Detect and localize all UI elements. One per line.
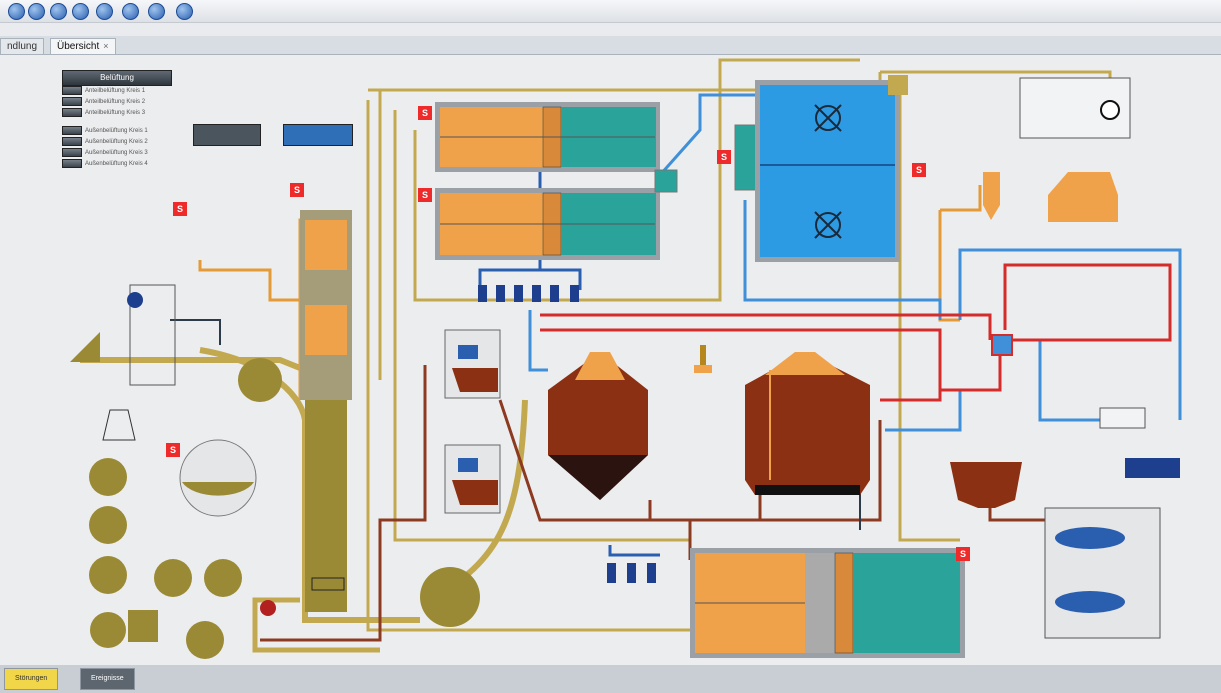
aeration-item[interactable]: Außenbelüftung Kreis 4: [62, 159, 148, 168]
thickener-tower[interactable]: [300, 210, 352, 612]
lime-silo[interactable]: [983, 172, 1000, 220]
aeration-item-label: Außenbelüftung Kreis 2: [85, 139, 148, 145]
tab-stoerungen[interactable]: Störungen: [4, 668, 58, 690]
status-marker[interactable]: S: [956, 547, 970, 561]
sludge-presses[interactable]: [1045, 508, 1160, 638]
status-marker[interactable]: S: [912, 163, 926, 177]
pipe-orange-right: [940, 210, 960, 320]
status-marker[interactable]: S: [418, 106, 432, 120]
gas-analyzer: [1100, 408, 1145, 428]
distribution-chamber: [655, 170, 677, 192]
status-marker[interactable]: S: [418, 188, 432, 202]
aeration-item-label: Anteilbelüftung Kreis 3: [85, 110, 145, 116]
thickener-round[interactable]: [180, 440, 256, 516]
aeration-item[interactable]: Anteilbelüftung Kreis 2: [62, 97, 145, 106]
tab-label: Ereignisse: [91, 675, 124, 682]
gas-flare[interactable]: [694, 345, 712, 373]
pipe-lower-return: [395, 110, 690, 540]
toggle-button[interactable]: [62, 148, 82, 157]
measurement-widget-1[interactable]: [193, 124, 261, 146]
gas-storage[interactable]: [1048, 172, 1118, 222]
pipe-dark-left: [170, 320, 220, 345]
aeration-item[interactable]: Außenbelüftung Kreis 2: [62, 137, 148, 146]
digester-right[interactable]: [745, 352, 870, 495]
aeration-item-label: Außenbelüftung Kreis 3: [85, 150, 148, 156]
pipe-red-right: [1000, 265, 1170, 340]
aeration-panel-title: Belüftung: [62, 70, 172, 86]
status-marker[interactable]: S: [173, 202, 187, 216]
aeration-item[interactable]: Außenbelüftung Kreis 1: [62, 126, 148, 135]
tab-label: Störungen: [15, 675, 47, 682]
toggle-button[interactable]: [62, 86, 82, 95]
sludge-conditioning-1[interactable]: [445, 330, 500, 398]
toggle-button[interactable]: [62, 137, 82, 146]
pipe-inlet: [80, 360, 330, 380]
digester-left[interactable]: [548, 352, 648, 500]
toggle-button[interactable]: [62, 108, 82, 117]
aeration-basin-1[interactable]: [435, 102, 660, 172]
pipe-orange-hopper: [940, 185, 980, 210]
aeration-basin-2[interactable]: [435, 188, 660, 260]
pipe-orange-left: [200, 260, 300, 300]
polymer-unit[interactable]: [1125, 458, 1180, 478]
aeration-item-label: Anteilbelüftung Kreis 1: [85, 88, 145, 94]
lower-aeration-basin[interactable]: [690, 548, 965, 658]
status-marker[interactable]: S: [166, 443, 180, 457]
aeration-item[interactable]: Außenbelüftung Kreis 3: [62, 148, 148, 157]
aeration-item-label: Außenbelüftung Kreis 4: [85, 161, 148, 167]
status-marker[interactable]: S: [717, 150, 731, 164]
inlet-channel: [70, 332, 100, 362]
aeration-item[interactable]: Anteilbelüftung Kreis 3: [62, 108, 145, 117]
tab-ereignisse[interactable]: Ereignisse: [80, 668, 135, 690]
status-marker[interactable]: S: [290, 183, 304, 197]
measurement-widget-2[interactable]: [283, 124, 353, 146]
bottom-bar: Störungen Ereignisse: [0, 665, 1221, 693]
funnel-icon: [103, 410, 135, 440]
gauge-icon: [1101, 101, 1119, 119]
pipe-red-top: [540, 315, 990, 340]
aeration-item-label: Außenbelüftung Kreis 1: [85, 128, 148, 134]
lower-blowers[interactable]: [607, 563, 656, 583]
red-pump-icon[interactable]: [260, 600, 276, 616]
pipe-blue-bottom-right: [1040, 340, 1100, 420]
aeration-item[interactable]: Anteilbelüftung Kreis 1: [62, 86, 145, 95]
toggle-button[interactable]: [62, 97, 82, 106]
aeration-item-label: Anteilbelüftung Kreis 2: [85, 99, 145, 105]
grit-chamber[interactable]: [238, 358, 282, 402]
heat-exchanger[interactable]: [992, 335, 1012, 355]
toggle-button[interactable]: [62, 159, 82, 168]
pipe-blue-pumps: [610, 545, 660, 555]
toggle-button[interactable]: [62, 126, 82, 135]
sludge-sump[interactable]: [420, 567, 480, 627]
screen-motor-icon: [127, 292, 143, 308]
secondary-clarifier[interactable]: [735, 75, 908, 262]
sludge-conditioning-2[interactable]: [445, 445, 500, 513]
pipe-blue-digester: [530, 310, 548, 370]
pipe-blue-air-2: [480, 270, 580, 290]
pipe-brown-mid-2: [650, 420, 760, 520]
sludge-hopper[interactable]: [950, 462, 1022, 508]
